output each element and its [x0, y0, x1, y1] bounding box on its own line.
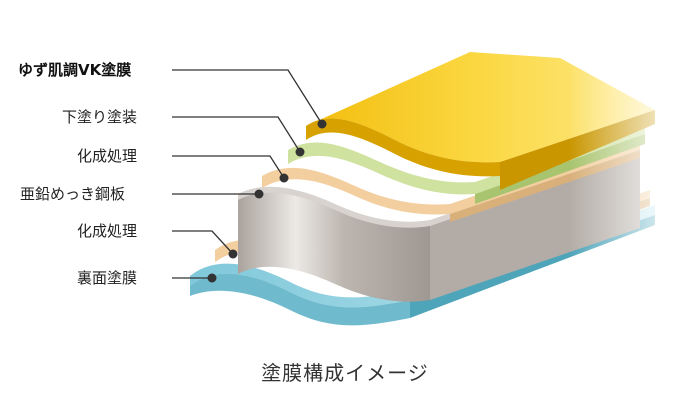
label-conversion-upper: 化成処理 — [77, 147, 138, 165]
leader-lines — [172, 69, 323, 279]
fade-overlay — [420, 40, 690, 340]
label-back-coat: 裏面塗膜 — [77, 269, 138, 287]
diagram-caption: 塗膜構成イメージ — [261, 361, 429, 385]
label-conversion-lower: 化成処理 — [77, 222, 138, 240]
leader-line-conversion-lower — [172, 230, 234, 255]
leader-line-vk — [172, 69, 323, 125]
label-primer: 下塗り塗装 — [62, 108, 138, 126]
leader-line-conversion-upper — [172, 155, 285, 179]
label-vk-coat: ゆず肌調VK塗膜 — [18, 61, 132, 79]
label-galvanized-steel: 亜鉛めっき鋼板 — [20, 185, 126, 203]
leader-dots — [207, 119, 327, 283]
leader-line-primer — [172, 116, 301, 153]
